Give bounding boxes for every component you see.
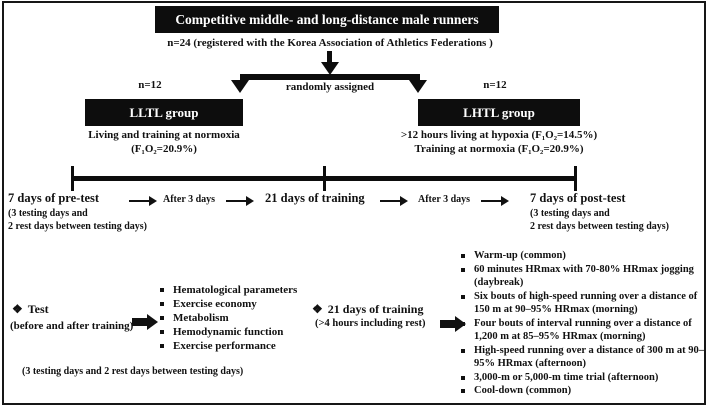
down-arrow-icon — [327, 51, 332, 64]
bracket-bar — [240, 74, 420, 80]
training-section-title: ❖ 21 days of training — [312, 302, 423, 317]
list-item-text: Cool-down (common) — [474, 385, 572, 396]
down-arrowhead-icon — [321, 62, 339, 75]
timeline-tick-middle — [323, 166, 326, 191]
list-item: Six bouts of high-speed running over a d… — [461, 290, 704, 317]
list-item: Four bouts of interval running over a di… — [461, 317, 704, 344]
diamond-icon: ❖ — [312, 302, 323, 316]
list-item: 3,000-m or 5,000-m time trial (afternoon… — [461, 371, 704, 385]
list-item: Hemodynamic function — [160, 325, 360, 339]
post-test-note: (3 testing days and 2 rest days between … — [530, 208, 669, 232]
lhtl-group-name: LHTL group — [463, 104, 535, 120]
test-section-title: ❖ Test — [12, 302, 49, 317]
title-box: Competitive middle- and long-distance ma… — [155, 6, 499, 33]
after-3-days-label-2: After 3 days — [418, 194, 471, 205]
lhtl-condition-line1: >12 hours living at hypoxia (F₁O₂=14.5%) — [400, 129, 598, 141]
lltl-group-box: LLTL group — [85, 99, 243, 126]
training-period-label: 21 days of training — [265, 191, 365, 205]
list-item-text: High-speed running over a distance of 30… — [474, 344, 704, 370]
list-item: Warm-up (common) — [461, 249, 704, 263]
bullet-icon — [461, 375, 465, 380]
bullet-icon — [160, 330, 164, 334]
training-section-subtitle: (>4 hours including rest) — [315, 318, 426, 329]
randomly-assigned-label: randomly assigned — [285, 81, 375, 93]
block-arrow-icon — [440, 316, 466, 332]
timeline-tick-left — [71, 166, 74, 191]
list-item-text: Warm-up (common) — [474, 250, 566, 261]
list-item-text: Hematological parameters — [173, 284, 298, 296]
list-item-text: Hemodynamic function — [173, 326, 284, 338]
pre-test-note: (3 testing days and 2 rest days between … — [8, 208, 147, 232]
right-arrow-icon — [481, 196, 509, 206]
pre-test-label: 7 days of pre-test — [8, 191, 100, 205]
right-arrow-icon — [380, 196, 408, 206]
bullet-icon — [160, 316, 164, 320]
test-parameters-list: Hematological parameters Exercise econom… — [160, 283, 360, 353]
list-item-text: 3,000-m or 5,000-m time trial (afternoon… — [474, 371, 659, 383]
bracket-left-arrowhead-icon — [231, 80, 249, 93]
list-item-text: Metabolism — [173, 312, 229, 324]
right-group-n: n=12 — [483, 79, 507, 91]
lltl-condition-line1: Living and training at normoxia — [88, 129, 240, 141]
lltl-condition-line2: (F₁O₂=20.9%) — [131, 143, 197, 155]
right-arrow-icon — [226, 196, 254, 206]
list-item-text: Exercise economy — [173, 298, 257, 310]
bullet-icon — [461, 254, 465, 258]
test-section-note: (3 testing days and 2 rest days between … — [22, 366, 244, 377]
right-arrow-icon — [129, 196, 157, 206]
list-item: Hematological parameters — [160, 283, 360, 297]
block-arrow-icon — [132, 314, 158, 330]
sample-size-line: n=24 (registered with the Korea Associat… — [167, 37, 493, 49]
figure-title: Competitive middle- and long-distance ma… — [175, 11, 479, 27]
list-item: High-speed running over a distance of 30… — [461, 344, 704, 371]
list-item-text: Four bouts of interval running over a di… — [474, 317, 692, 343]
training-title-text: 21 days of training — [327, 302, 424, 316]
list-item: 60 minutes HRmax with 70-80% HRmax joggi… — [461, 263, 704, 290]
lhtl-group-box: LHTL group — [418, 99, 580, 126]
post-test-label: 7 days of post-test — [530, 191, 626, 205]
lltl-group-name: LLTL group — [129, 104, 199, 120]
lhtl-condition-line2: Training at normoxia (F₁O₂=20.9%) — [414, 143, 584, 155]
list-item: Cool-down (common) — [461, 384, 704, 398]
bullet-icon — [160, 302, 164, 306]
bullet-icon — [160, 288, 164, 292]
bullet-icon — [461, 389, 465, 393]
timeline-tick-right — [574, 166, 577, 191]
test-section-subtitle: (before and after training) — [10, 320, 134, 332]
training-details-list: Warm-up (common) 60 minutes HRmax with 7… — [461, 249, 704, 398]
bullet-icon — [461, 348, 465, 353]
bracket-right-arrowhead-icon — [409, 80, 427, 93]
bullet-icon — [461, 294, 465, 299]
bullet-icon — [461, 267, 465, 272]
list-item: Metabolism — [160, 311, 360, 325]
list-item: Exercise economy — [160, 297, 360, 311]
diamond-icon: ❖ — [12, 302, 23, 316]
left-group-n: n=12 — [138, 79, 162, 91]
list-item-text: 60 minutes HRmax with 70-80% HRmax joggi… — [474, 263, 694, 289]
list-item: Exercise performance — [160, 339, 360, 353]
list-item-text: Exercise performance — [173, 340, 276, 352]
bullet-icon — [461, 321, 465, 326]
after-3-days-label-1: After 3 days — [163, 194, 216, 205]
test-title-text: Test — [27, 302, 49, 316]
list-item-text: Six bouts of high-speed running over a d… — [474, 290, 698, 316]
bullet-icon — [160, 344, 164, 348]
